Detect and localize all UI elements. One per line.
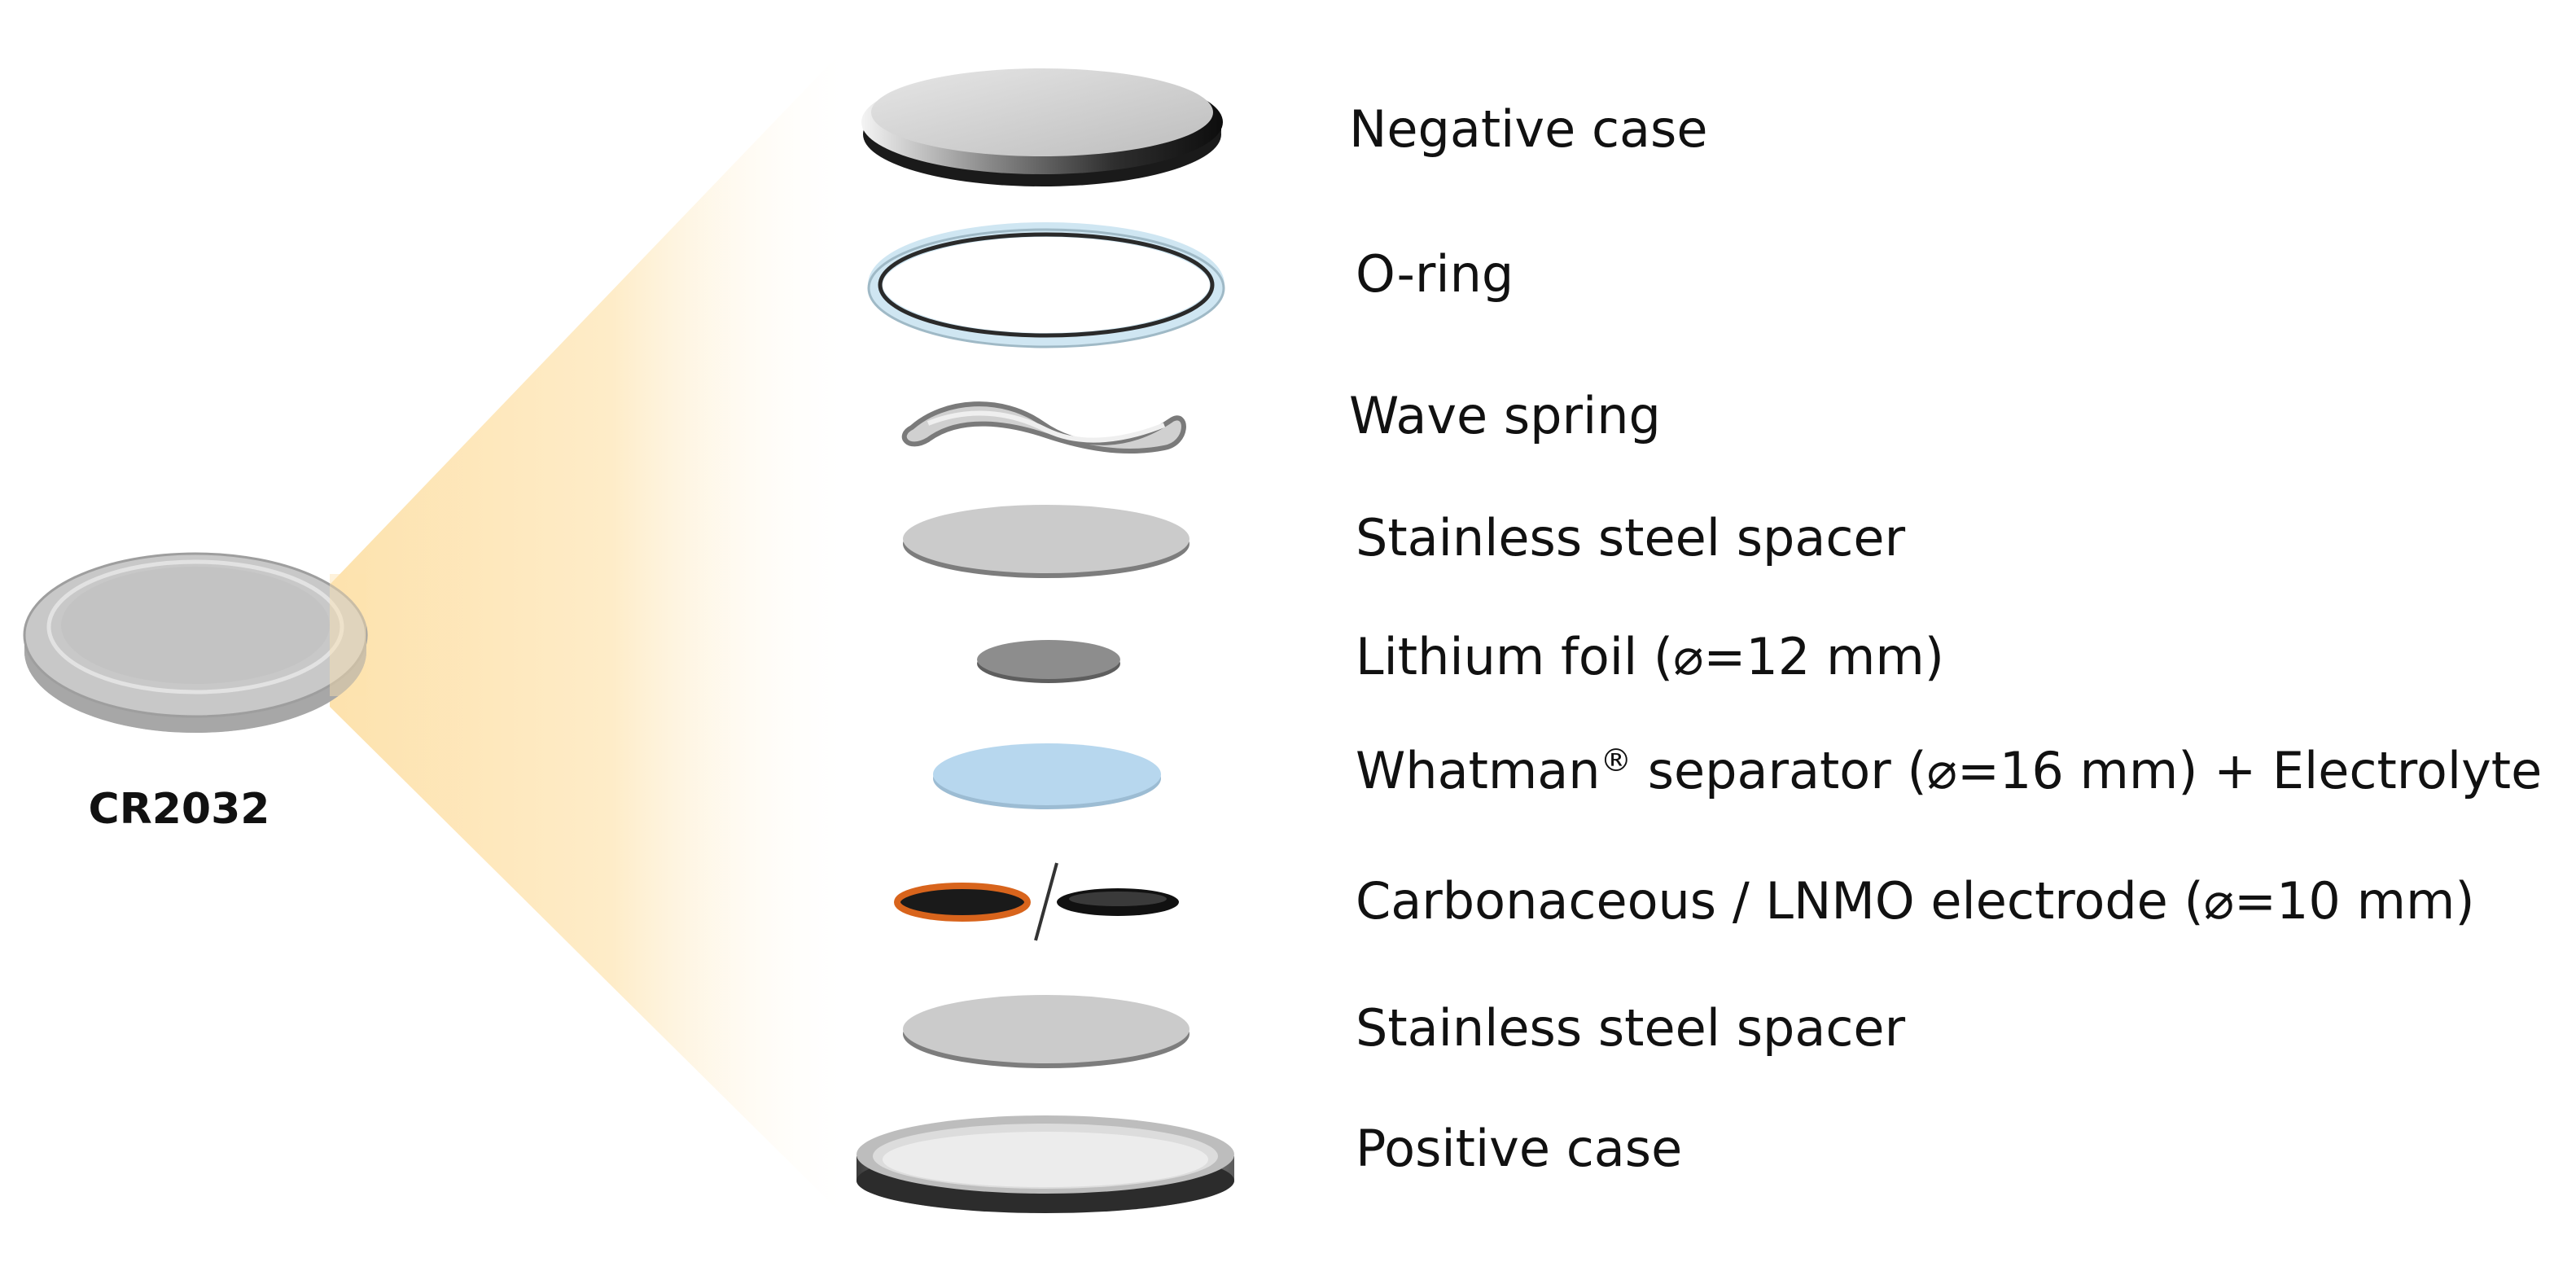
electrode-part — [894, 862, 1179, 941]
cell-name-label: CR2032 — [88, 785, 270, 834]
o-ring-part — [867, 222, 1225, 348]
projection-beam — [330, 50, 843, 1215]
label-spacer-bottom: Stainless steel spacer — [1356, 998, 1906, 1058]
spacer-top-part — [903, 505, 1189, 578]
label-wave-spring: Wave spring — [1349, 386, 1661, 445]
label-negative-case: Negative case — [1349, 99, 1708, 159]
negative-case-part — [861, 68, 1223, 186]
label-separator-brand: Whatman — [1356, 741, 1601, 801]
cr2032-cell — [23, 552, 368, 733]
separator-part — [933, 743, 1161, 809]
label-positive-case: Positive case — [1356, 1119, 1683, 1178]
label-electrode: Carbonaceous / LNMO electrode (⌀=10 mm) — [1356, 871, 2475, 931]
positive-case-part — [856, 1115, 1234, 1213]
label-spacer-top: Stainless steel spacer — [1356, 508, 1906, 567]
label-separator: Whatman® separator (⌀=16 mm) + Electroly… — [1356, 743, 2542, 796]
spacer-bottom-part — [903, 995, 1189, 1068]
lithium-foil-part — [977, 640, 1120, 683]
registered-mark: ® — [1600, 743, 1632, 779]
wave-spring-part — [901, 401, 1186, 454]
label-o-ring: O-ring — [1356, 244, 1514, 304]
label-lithium-foil: Lithium foil (⌀=12 mm) — [1356, 627, 1944, 686]
label-separator-rest: separator (⌀=16 mm) + Electrolyte — [1632, 741, 2543, 801]
